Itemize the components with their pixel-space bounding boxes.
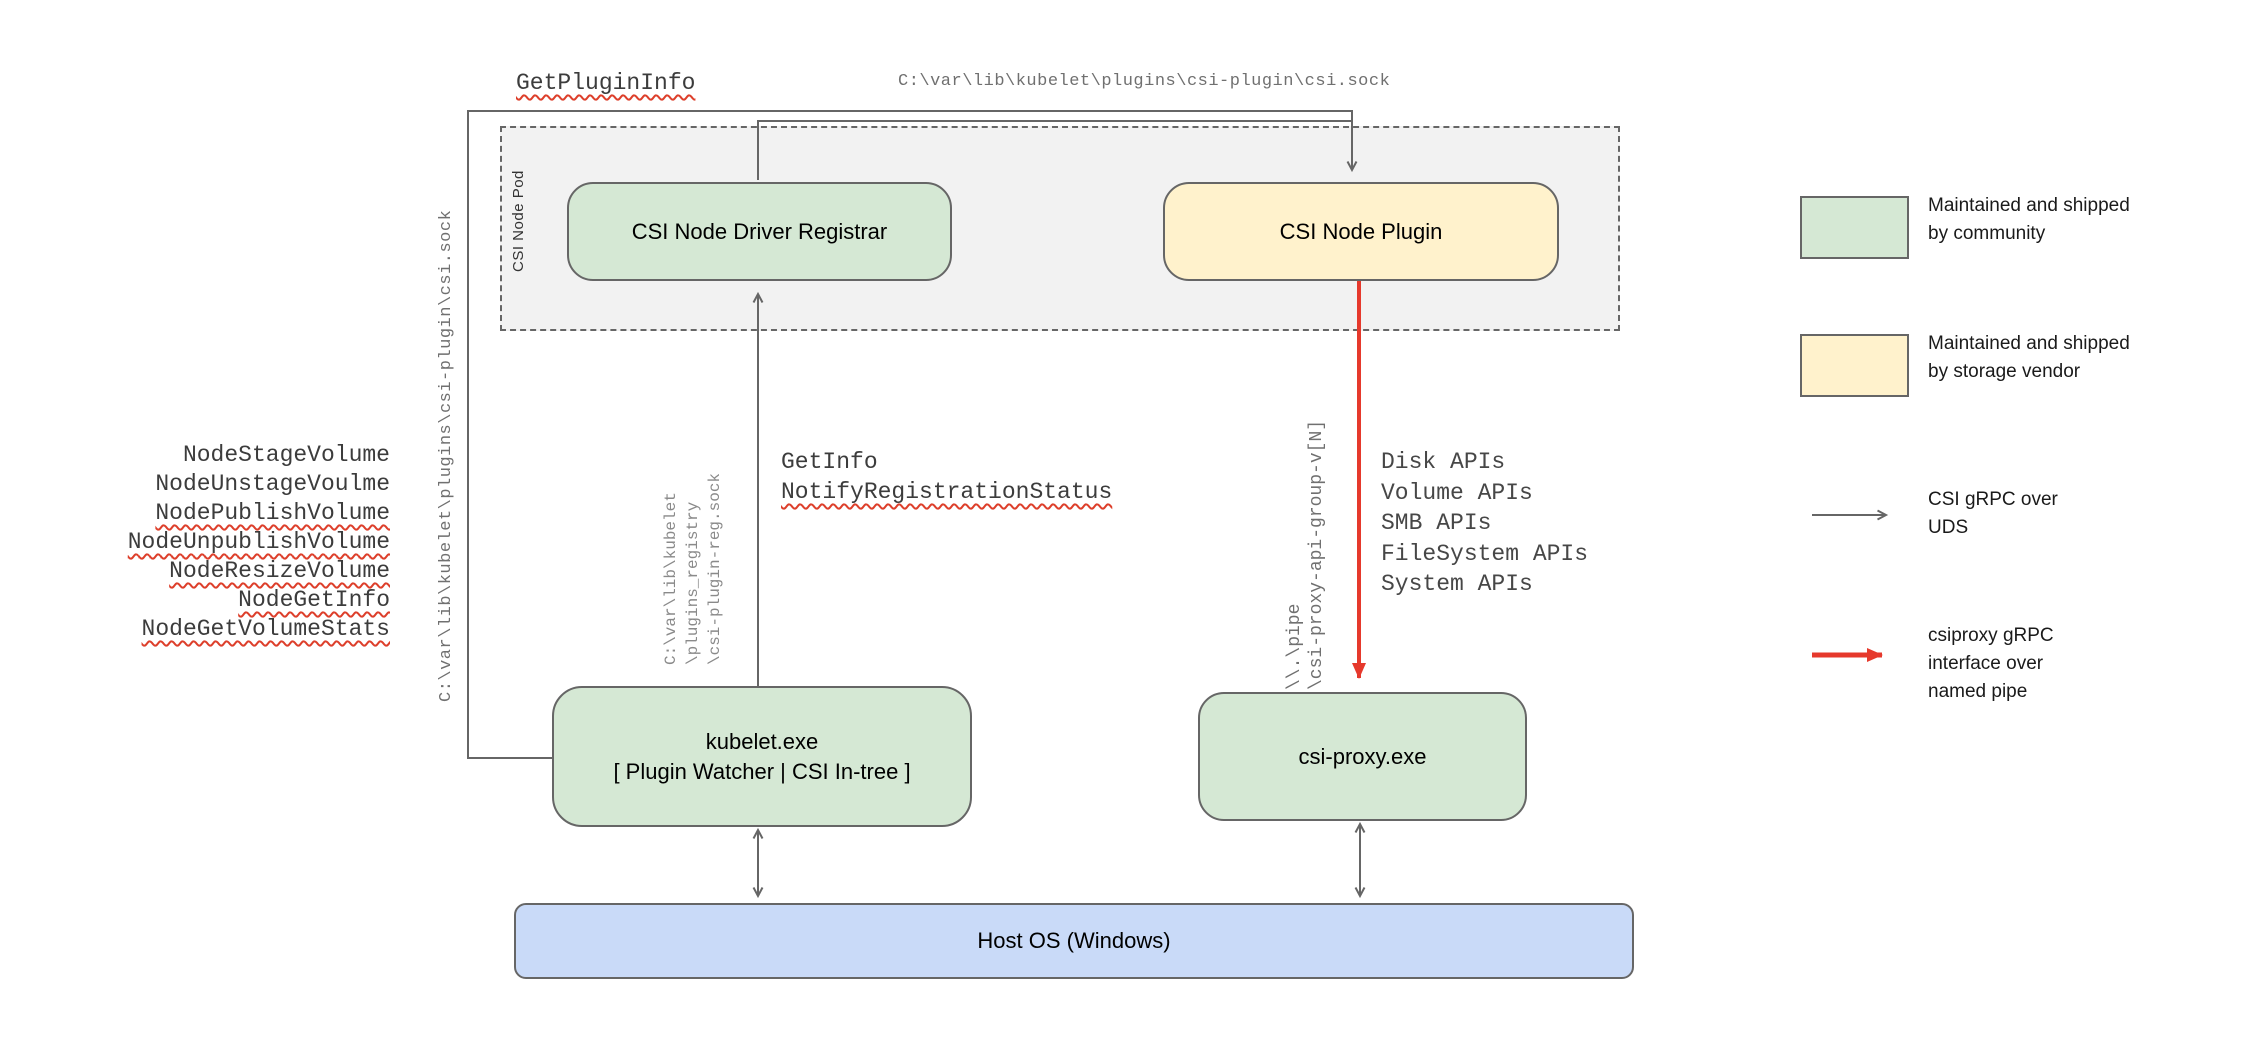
- node-call-item: NodeGetVolumeStats: [141, 616, 390, 642]
- legend-csiproxy-grpc-label: csiproxy gRPC interface over named pipe: [1928, 625, 2054, 702]
- proxy-api-item: Disk APIs: [1381, 449, 1506, 475]
- registration-calls-label: GetInfo NotifyRegistrationStatus: [781, 447, 1112, 507]
- registration-sock-path-label: C:\var\lib\kubelet \plugins_registry \cs…: [662, 472, 724, 665]
- kubelet-box: kubelet.exe [ Plugin Watcher | CSI In-tr…: [552, 686, 972, 827]
- proxy-api-item: Volume APIs: [1381, 479, 1533, 506]
- legend-vendor-swatch: [1800, 334, 1909, 397]
- csi-node-driver-registrar-box: CSI Node Driver Registrar: [567, 182, 952, 281]
- proxy-api-item: SMB APIs: [1381, 510, 1492, 536]
- node-call-item: NodeGetInfo: [238, 587, 390, 613]
- csi-proxy-label: csi-proxy.exe: [1298, 743, 1427, 769]
- csi-node-pod-label: CSI Node Pod: [510, 170, 527, 272]
- csi-node-plugin-label: CSI Node Plugin: [1279, 218, 1443, 244]
- kubelet-sublabel: [ Plugin Watcher | CSI In-tree ]: [613, 758, 911, 784]
- host-os-label: Host OS (Windows): [977, 928, 1171, 953]
- named-pipe-label: \\.\pipe \csi-proxy-api-group-v[N]: [1285, 419, 1327, 690]
- notify-registration-status-label: NotifyRegistrationStatus: [781, 479, 1113, 505]
- legend-vendor-label: Maintained and shipped by storage vendor: [1928, 333, 2130, 382]
- legend-csi-grpc-label: CSI gRPC over UDS: [1928, 489, 2058, 538]
- csi-sock-path-top-label: C:\var\lib\kubelet\plugins\csi-plugin\cs…: [898, 72, 1391, 91]
- get-plugin-info-label: GetPluginInfo: [516, 70, 696, 96]
- node-calls-list: NodeStageVolume NodeUnstageVoulme NodePu…: [70, 441, 390, 644]
- host-os-box: Host OS (Windows): [514, 903, 1634, 979]
- legend-community-label: Maintained and shipped by community: [1928, 195, 2130, 244]
- csi-node-driver-registrar-label: CSI Node Driver Registrar: [631, 218, 888, 244]
- node-call-item: NodeResizeVolume: [169, 558, 390, 584]
- proxy-api-list: Disk APIs Volume APIs SMB APIs FileSyste…: [1381, 447, 1588, 600]
- proxy-api-item: System APIs: [1381, 571, 1533, 597]
- node-call-item: NodeUnpublishVolume: [127, 529, 390, 555]
- kubelet-label: kubelet.exe: [705, 728, 819, 754]
- get-info-label: GetInfo: [781, 449, 878, 475]
- proxy-api-item: FileSystem APIs: [1381, 540, 1589, 567]
- csi-node-plugin-box: CSI Node Plugin: [1163, 182, 1559, 281]
- legend-community-swatch: [1800, 196, 1909, 259]
- node-call-item: NodeUnstageVoulme: [155, 471, 390, 497]
- csi-proxy-box: csi-proxy.exe: [1198, 692, 1527, 821]
- node-call-item: NodePublishVolume: [155, 500, 390, 526]
- csi-sock-path-left-label: C:\var\lib\kubelet\plugins\csi-plugin\cs…: [437, 209, 456, 702]
- node-call-item: NodeStageVolume: [182, 442, 390, 468]
